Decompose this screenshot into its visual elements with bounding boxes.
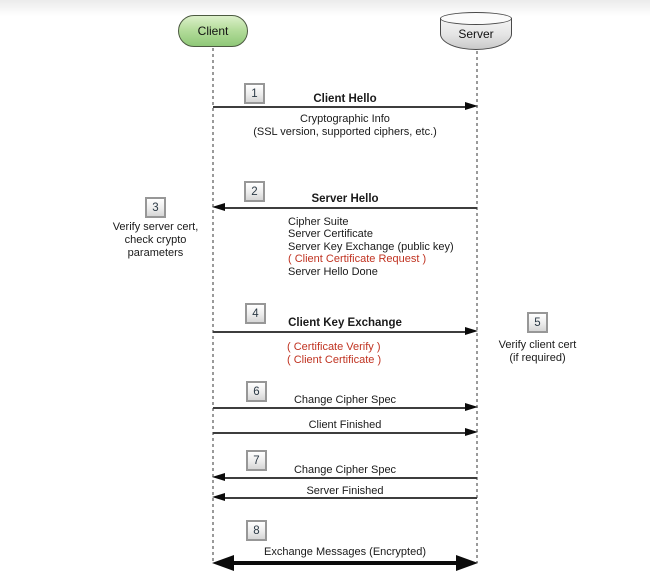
step-badge-4: 4 xyxy=(245,303,266,324)
step-number-6: 6 xyxy=(253,385,260,398)
note-line: parameters xyxy=(127,247,184,259)
server-actor: Server xyxy=(440,12,512,50)
page-top-shading xyxy=(0,0,650,16)
arrow-exchange-messages xyxy=(212,554,478,572)
arrow-change-cipher-spec-server xyxy=(212,472,477,484)
arrow-client-hello xyxy=(213,101,478,113)
server-actor-label: Server xyxy=(458,27,494,41)
label-client-key-exchange: Client Key Exchange xyxy=(288,317,402,329)
step-badge-7: 7 xyxy=(246,450,267,471)
client-lifeline xyxy=(212,48,214,563)
step-badge-5: 5 xyxy=(527,312,548,333)
server-hello-details: Cipher Suite Server Certificate Server K… xyxy=(288,216,454,278)
detail-server-certificate: Server Certificate xyxy=(288,228,373,241)
detail-client-certificate: ( Client Certificate ) xyxy=(287,353,382,366)
client-actor: Client xyxy=(178,15,248,47)
step-badge-1: 1 xyxy=(244,83,265,104)
arrow-client-finished xyxy=(213,427,478,439)
note-line: (if required) xyxy=(509,352,566,364)
note-verify-client-cert: Verify client cert (if required) xyxy=(485,339,590,365)
arrowhead-left xyxy=(212,203,225,211)
note-line: check crypto xyxy=(124,234,187,246)
arrowhead-left xyxy=(212,555,234,571)
note-cryptographic-info: Cryptographic Info (SSL version, support… xyxy=(213,113,477,139)
step-number-3: 3 xyxy=(152,201,159,214)
arrowhead-right xyxy=(465,403,478,411)
label-change-cipher-spec-server: Change Cipher Spec xyxy=(293,464,397,476)
step-badge-6: 6 xyxy=(246,381,267,402)
detail-cipher-suite: Cipher Suite xyxy=(288,216,349,228)
detail-client-certificate-request: ( Client Certificate Request ) xyxy=(288,253,427,266)
step-number-2: 2 xyxy=(251,185,258,198)
arrowhead-right xyxy=(465,327,478,335)
step-badge-8: 8 xyxy=(246,520,267,541)
label-server-finished: Server Finished xyxy=(306,485,384,497)
arrow-client-key-exchange xyxy=(213,326,478,338)
note-line: Verify client cert xyxy=(498,339,577,351)
step-number-5: 5 xyxy=(534,316,541,329)
note-line: Cryptographic Info xyxy=(300,113,390,125)
arrow-change-cipher-spec-client xyxy=(213,402,478,414)
arrowhead-right xyxy=(465,428,478,436)
note-verify-server-cert: Verify server cert, check crypto paramet… xyxy=(103,221,208,260)
server-lifeline xyxy=(476,51,478,563)
step-badge-2: 2 xyxy=(244,181,265,202)
detail-certificate-verify: ( Certificate Verify ) xyxy=(287,341,381,353)
step-number-8: 8 xyxy=(253,524,260,537)
step-badge-3: 3 xyxy=(145,197,166,218)
label-client-finished: Client Finished xyxy=(308,419,382,431)
client-actor-label: Client xyxy=(197,24,229,38)
step-number-1: 1 xyxy=(251,87,258,100)
arrowhead-right xyxy=(465,102,478,110)
note-line: (SSL version, supported ciphers, etc.) xyxy=(253,126,437,138)
arrowhead-right xyxy=(456,555,478,571)
client-key-exchange-optional-items: ( Certificate Verify ) ( Client Certific… xyxy=(287,341,381,367)
arrow-server-hello xyxy=(212,202,477,214)
note-line: Verify server cert, xyxy=(112,221,199,233)
label-server-hello: Server Hello xyxy=(311,193,379,205)
detail-server-hello-done: Server Hello Done xyxy=(288,265,378,278)
detail-server-key-exchange: Server Key Exchange (public key) xyxy=(288,240,454,253)
step-number-4: 4 xyxy=(252,307,259,320)
arrow-server-finished xyxy=(212,492,477,504)
label-change-cipher-spec-client: Change Cipher Spec xyxy=(293,394,397,406)
label-client-hello: Client Hello xyxy=(313,93,377,105)
label-exchange-messages: Exchange Messages (Encrypted) xyxy=(263,546,427,558)
arrowhead-left xyxy=(212,493,225,501)
step-number-7: 7 xyxy=(253,454,260,467)
server-cylinder-top xyxy=(440,12,512,25)
arrowhead-left xyxy=(212,473,225,481)
